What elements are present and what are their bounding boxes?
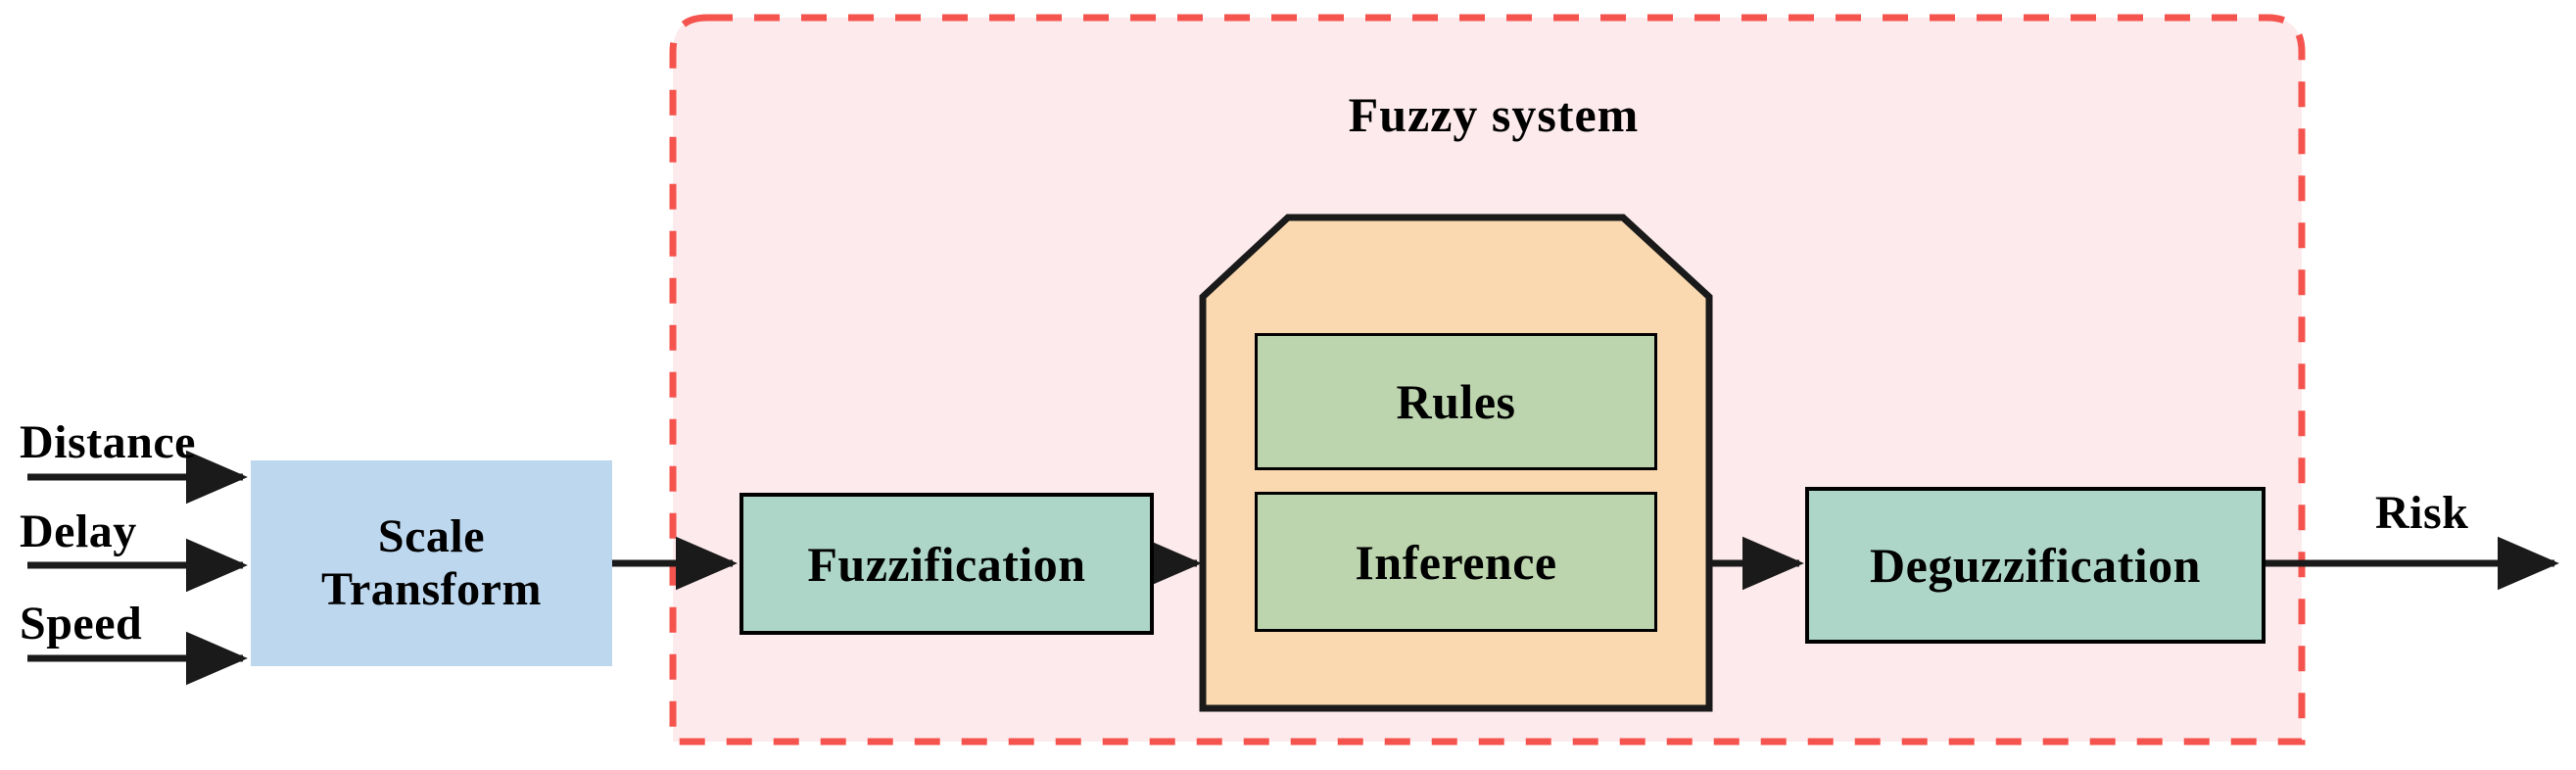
block-deguzzification[interactable]: Deguzzification [1805,487,2266,644]
fuzzy-system-title: Fuzzy system [1348,87,1640,142]
block-fuzzification-label: Fuzzification [807,536,1086,592]
block-inference-label: Inference [1355,534,1557,590]
output-label-risk: Risk [2375,487,2469,539]
block-deguzzification-label: Deguzzification [1870,538,2201,593]
block-rules-label: Rules [1396,374,1516,429]
block-fuzzification[interactable]: Fuzzification [739,493,1154,635]
input-label-distance: Distance [20,416,196,468]
input-label-delay: Delay [20,505,137,557]
block-scale-transform[interactable]: Scale Transform [251,460,612,666]
block-scale-transform-label: Scale Transform [321,510,542,615]
input-label-speed: Speed [20,598,143,650]
block-inference[interactable]: Inference [1255,492,1657,632]
block-rules[interactable]: Rules [1255,333,1657,470]
